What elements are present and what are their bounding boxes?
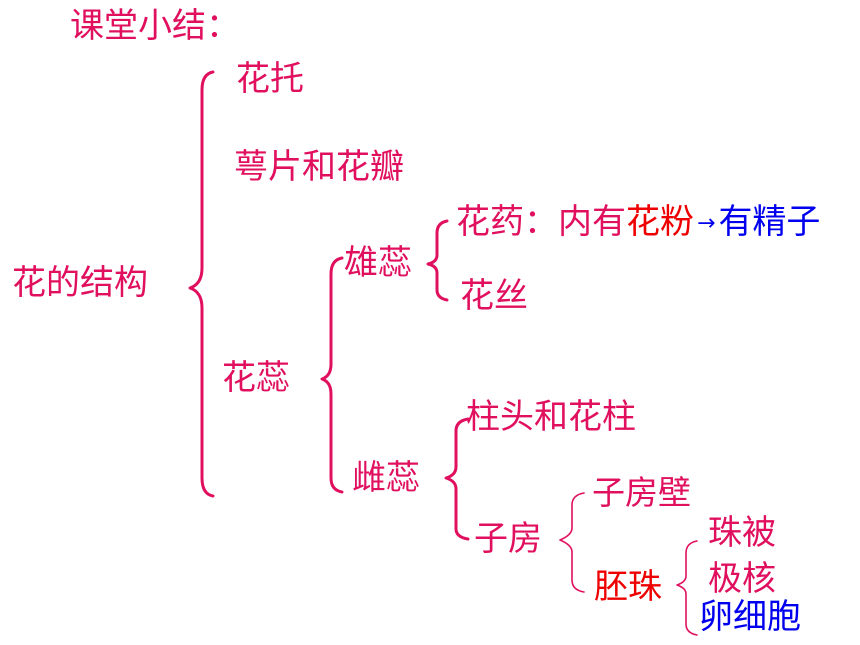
pistil-stamen-label: 花蕊	[222, 358, 290, 398]
stigma-style-label: 柱头和花柱	[466, 397, 636, 437]
ovary-label: 子房	[474, 519, 542, 559]
pollen-text: 花粉	[626, 202, 694, 242]
integument-label: 珠被	[708, 513, 776, 553]
polar-nuclei-label: 极核	[708, 559, 776, 599]
receptacle-label: 花托	[236, 59, 304, 99]
ovary-wall-label: 子房壁	[592, 473, 691, 512]
brace-pistil	[444, 417, 470, 541]
arrow-icon: →	[697, 210, 716, 236]
anther-line: 花药：内有花粉→有精子	[456, 205, 820, 239]
brace-stamen	[426, 219, 449, 302]
stamen-label: 雄蕊	[344, 243, 412, 283]
sepals-petals-label: 萼片和花瓣	[234, 147, 404, 187]
page-title: 课堂小结：	[70, 6, 240, 46]
pistil-label: 雌蕊	[352, 458, 420, 498]
root-label: 花的结构	[12, 263, 148, 303]
egg-cell-label: 卵细胞	[699, 597, 801, 637]
anther-prefix: 花药：内有	[456, 202, 626, 242]
brace-ovary	[559, 492, 585, 593]
brace-ovule	[676, 540, 698, 636]
ovule-label: 胚珠	[594, 567, 662, 607]
brace-flower-structure	[188, 70, 215, 498]
filament-label: 花丝	[460, 276, 528, 316]
sperm-text: 有精子	[718, 202, 821, 242]
brace-pistil-stamen	[320, 256, 344, 494]
